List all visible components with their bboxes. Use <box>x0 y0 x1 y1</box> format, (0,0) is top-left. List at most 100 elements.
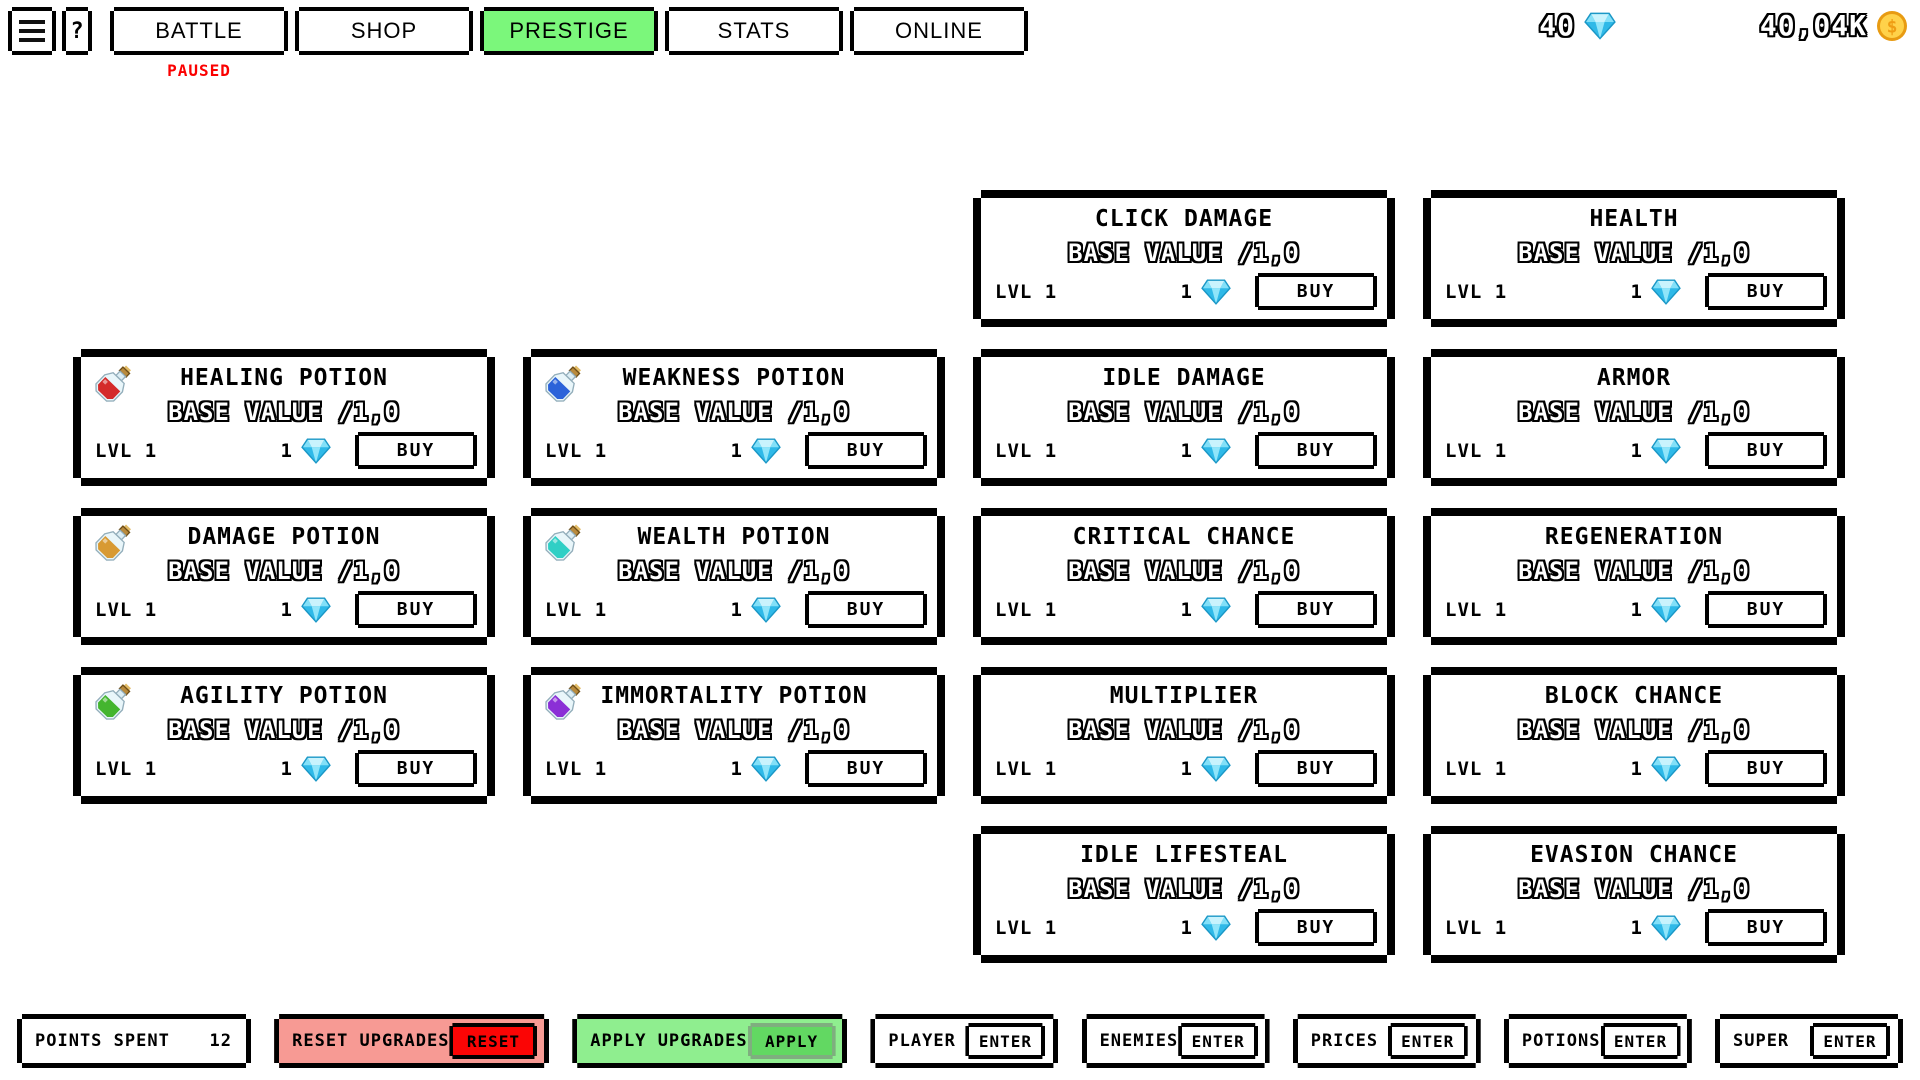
gem-icon <box>1651 915 1681 941</box>
upgrade-base-value: BASE VALUE /1,0 <box>1518 398 1750 426</box>
upgrade-price: 1 <box>281 756 331 782</box>
upgrade-price: 1 <box>731 438 781 464</box>
enemies-button[interactable]: ENTER <box>1178 1023 1258 1059</box>
buy-button[interactable]: BUY <box>355 432 477 469</box>
currency-coin: 40,04K $ <box>1760 9 1908 42</box>
apply-button[interactable]: APPLY <box>748 1023 836 1059</box>
upgrade-base-value: BASE VALUE /1,0 <box>1068 557 1300 585</box>
paused-status: PAUSED <box>167 61 231 80</box>
tab-prestige[interactable]: PRESTIGE <box>480 7 658 55</box>
gem-icon <box>1201 597 1231 623</box>
bottom-bar: POINTS SPENT 12 RESET UPGRADES RESET APP… <box>17 1014 1903 1068</box>
gem-icon <box>1201 915 1231 941</box>
buy-button[interactable]: BUY <box>1255 273 1377 310</box>
buy-button[interactable]: BUY <box>1705 273 1827 310</box>
potion-icon <box>539 362 585 408</box>
buy-button[interactable]: BUY <box>805 432 927 469</box>
upgrade-card-agility-potion: AGILITY POTION BASE VALUE /1,0 LVL 1 1 B… <box>73 667 495 804</box>
super-button[interactable]: ENTER <box>1810 1023 1890 1059</box>
upgrade-base-value: BASE VALUE /1,0 <box>1518 716 1750 744</box>
buy-button[interactable]: BUY <box>1705 750 1827 787</box>
buy-button[interactable]: BUY <box>1705 432 1827 469</box>
upgrade-level: LVL 1 <box>1445 757 1508 780</box>
upgrade-card-immortality-potion: IMMORTALITY POTION BASE VALUE /1,0 LVL 1… <box>523 667 945 804</box>
currency-gem: 40 <box>1539 9 1616 42</box>
upgrade-title: BLOCK CHANCE <box>1544 683 1724 709</box>
tab-online[interactable]: ONLINE <box>850 7 1028 55</box>
upgrade-price-value: 1 <box>280 439 292 462</box>
upgrade-card-damage-potion: DAMAGE POTION BASE VALUE /1,0 LVL 1 1 BU… <box>73 508 495 645</box>
gem-icon <box>301 438 331 464</box>
upgrade-price-value: 1 <box>1630 916 1642 939</box>
panel-potions: POTIONS ENTER <box>1504 1014 1692 1068</box>
upgrade-price: 1 <box>1181 438 1231 464</box>
menu-button[interactable] <box>8 7 56 55</box>
upgrade-price: 1 <box>1181 597 1231 623</box>
upgrade-level: LVL 1 <box>95 439 158 462</box>
upgrade-price: 1 <box>1181 915 1231 941</box>
player-button[interactable]: ENTER <box>965 1023 1045 1059</box>
upgrade-grid: CLICK DAMAGE BASE VALUE /1,0 LVL 1 1 BUY… <box>73 190 1845 963</box>
upgrade-base-value: BASE VALUE /1,0 <box>618 398 850 426</box>
panel-player: PLAYER ENTER <box>870 1014 1058 1068</box>
upgrade-base-value: BASE VALUE /1,0 <box>1068 716 1300 744</box>
potion-icon <box>89 680 135 726</box>
buy-button[interactable]: BUY <box>1255 432 1377 469</box>
buy-button[interactable]: BUY <box>805 750 927 787</box>
panel-enemies: ENEMIES ENTER <box>1082 1014 1270 1068</box>
upgrade-base-value: BASE VALUE /1,0 <box>618 557 850 585</box>
gem-icon <box>301 756 331 782</box>
buy-button[interactable]: BUY <box>1255 591 1377 628</box>
upgrade-base-value: BASE VALUE /1,0 <box>618 716 850 744</box>
upgrade-title: IDLE DAMAGE <box>1102 365 1266 391</box>
prices-button[interactable]: ENTER <box>1388 1023 1468 1059</box>
upgrade-card-multiplier: MULTIPLIER BASE VALUE /1,0 LVL 1 1 BUY <box>973 667 1395 804</box>
tab-shop[interactable]: SHOP <box>295 7 473 55</box>
upgrade-price: 1 <box>731 756 781 782</box>
upgrade-title: IMMORTALITY POTION <box>600 683 868 709</box>
upgrade-card-idle-damage: IDLE DAMAGE BASE VALUE /1,0 LVL 1 1 BUY <box>973 349 1395 486</box>
buy-button[interactable]: BUY <box>1255 909 1377 946</box>
upgrade-base-value: BASE VALUE /1,0 <box>1068 875 1300 903</box>
potion-icon <box>89 362 135 408</box>
reset-button[interactable]: RESET <box>449 1023 537 1059</box>
upgrade-title: WEALTH POTION <box>637 524 831 550</box>
buy-button[interactable]: BUY <box>1255 750 1377 787</box>
upgrade-price-value: 1 <box>730 757 742 780</box>
upgrade-price: 1 <box>281 597 331 623</box>
upgrade-level: LVL 1 <box>995 598 1058 621</box>
gem-icon <box>751 597 781 623</box>
upgrade-title: IDLE LIFESTEAL <box>1080 842 1288 868</box>
upgrade-level: LVL 1 <box>995 280 1058 303</box>
gem-icon <box>1651 438 1681 464</box>
buy-button[interactable]: BUY <box>1705 591 1827 628</box>
tab-stats[interactable]: STATS <box>665 7 843 55</box>
upgrade-title: HEALING POTION <box>180 365 388 391</box>
upgrade-title: DAMAGE POTION <box>187 524 381 550</box>
upgrade-title: CRITICAL CHANCE <box>1072 524 1296 550</box>
buy-button[interactable]: BUY <box>355 591 477 628</box>
points-spent-value: 12 <box>209 1031 232 1051</box>
buy-button[interactable]: BUY <box>805 591 927 628</box>
tab-bar: BATTLE SHOP PRESTIGE STATS ONLINE <box>110 7 1028 55</box>
potions-button[interactable]: ENTER <box>1601 1023 1681 1059</box>
upgrade-card-idle-lifesteal: IDLE LIFESTEAL BASE VALUE /1,0 LVL 1 1 B… <box>973 826 1395 963</box>
panel-apply-upgrades: APPLY UPGRADES APPLY <box>572 1014 847 1068</box>
upgrade-title: MULTIPLIER <box>1109 683 1259 709</box>
upgrade-level: LVL 1 <box>95 757 158 780</box>
upgrade-price-value: 1 <box>730 439 742 462</box>
svg-text:$: $ <box>1887 16 1898 37</box>
upgrade-level: LVL 1 <box>1445 280 1508 303</box>
upgrade-level: LVL 1 <box>995 916 1058 939</box>
tab-battle[interactable]: BATTLE <box>110 7 288 55</box>
upgrade-price-value: 1 <box>280 598 292 621</box>
buy-button[interactable]: BUY <box>1705 909 1827 946</box>
upgrade-card-evasion-chance: EVASION CHANCE BASE VALUE /1,0 LVL 1 1 B… <box>1423 826 1845 963</box>
buy-button[interactable]: BUY <box>355 750 477 787</box>
upgrade-price-value: 1 <box>730 598 742 621</box>
upgrade-level: LVL 1 <box>545 439 608 462</box>
help-button[interactable]: ? <box>62 7 92 55</box>
gem-icon <box>1651 756 1681 782</box>
upgrade-base-value: BASE VALUE /1,0 <box>168 716 400 744</box>
